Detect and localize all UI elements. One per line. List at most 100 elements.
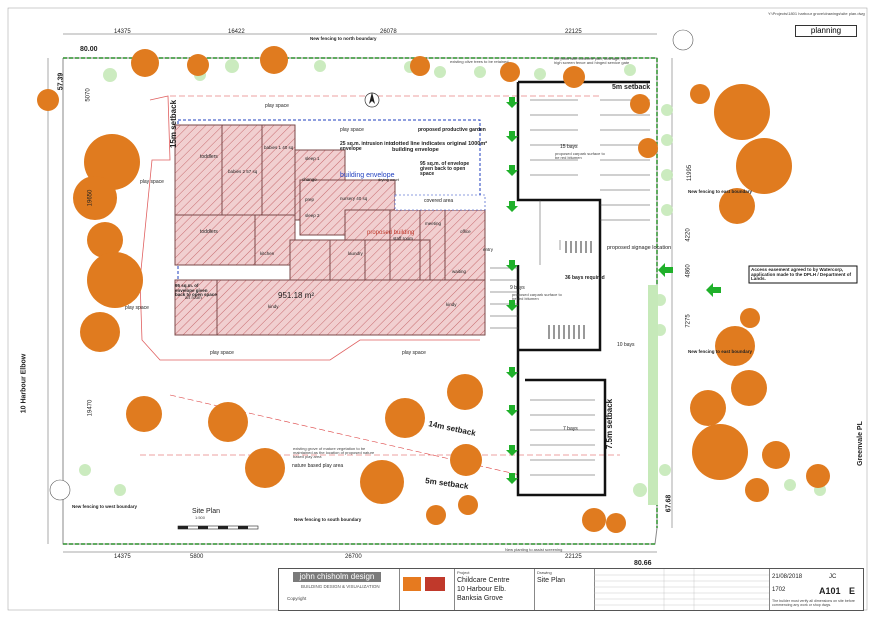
productive-garden: proposed productive garden — [418, 127, 486, 133]
room-staff: staff room — [393, 236, 413, 241]
scale-bar — [177, 525, 259, 530]
tree-canopy — [131, 49, 159, 77]
room-prep: prep — [305, 197, 315, 202]
note-east-fence: New fencing to east boundary — [688, 189, 753, 194]
note-entry-planting: New planting to assist screening — [505, 547, 563, 552]
signage-location: proposed signage location — [607, 245, 672, 251]
tree-canopy — [245, 448, 285, 488]
building-area: 951.18 m² — [278, 291, 315, 300]
note-north-fence: New fencing to north boundary — [310, 36, 377, 41]
green-arrow-icon — [506, 165, 518, 176]
tree-canopy — [87, 222, 123, 258]
covered-area — [394, 194, 486, 211]
tree-canopy — [715, 326, 755, 366]
boundary-top-length: 80.00 — [80, 46, 98, 53]
room-sleep-2: sleep 2 — [305, 213, 320, 218]
play-space-4: play space — [125, 305, 149, 311]
file-path-note: Y:\Projects\1801 harbour grove\drawings\… — [768, 11, 865, 16]
room-laundry: laundry — [348, 251, 363, 256]
traffic-arrows — [506, 97, 721, 484]
room-kitchen: kitchen — [260, 251, 275, 256]
revision: E — [849, 586, 856, 596]
tree-canopy — [500, 62, 520, 82]
dim-left-4: 19470 — [87, 399, 94, 417]
room-meeting: meeting — [425, 221, 442, 226]
drawn-by: JC — [829, 574, 837, 580]
note-west-fence: New fencing to west boundary — [72, 504, 138, 509]
tree-canopy — [731, 370, 767, 406]
dim-left-2: 5070 — [85, 88, 92, 102]
play-space-6: play space — [402, 350, 426, 356]
building-envelope-label: building envelope — [340, 172, 395, 179]
room-babies-2: babies 2 57 sq — [228, 169, 258, 174]
green-arrow-icon — [506, 260, 518, 271]
setback-southeast: 7.5m setback — [605, 398, 615, 450]
play-space-1: play space — [265, 103, 289, 109]
tree-canopy — [208, 402, 248, 442]
sheet-number: A101 — [819, 586, 841, 596]
north-arrow — [364, 92, 380, 108]
room-sleep-1: sleep 1 — [305, 156, 320, 161]
dim-right-3: 4860 — [685, 264, 692, 278]
company-logo: john chisholm design — [293, 572, 381, 582]
note-access: Access easement agreed to by Watercorp, … — [751, 267, 852, 282]
boundary-right-length: 67.68 — [665, 494, 673, 513]
tree-canopy — [73, 176, 117, 220]
compass-badge-ne — [672, 29, 694, 51]
proposed-building-label: proposed building — [367, 230, 415, 236]
project-line-3: Banksia Grove — [457, 595, 503, 602]
intrusion-note: 25 sq.m. intrusion into envelope — [340, 141, 394, 152]
room-change: change — [302, 177, 317, 182]
street-left: 10 Harbour Elbow — [20, 353, 28, 414]
play-space-5: play space — [210, 350, 234, 356]
mature-trees — [37, 46, 830, 533]
note-bin-point: bin point with concrete pad, drainage, 1… — [554, 56, 631, 65]
status-label: planning — [795, 25, 857, 37]
dim-top-4: 22125 — [565, 29, 582, 35]
company-subtitle: BUILDING DESIGN & VISUALIZATION — [301, 584, 380, 589]
dim-bottom-4: 22125 — [565, 554, 582, 560]
note-olive: existing olive trees to be retained — [450, 59, 509, 64]
tree-canopy — [37, 89, 59, 111]
project-cell: Project Childcare Centre 10 Harbour Elb.… — [454, 569, 535, 610]
bays-right: 10 bays — [617, 342, 635, 348]
tree-canopy — [87, 252, 143, 308]
tree-canopy — [690, 390, 726, 426]
tree-canopy — [260, 46, 288, 74]
tree-canopy — [426, 505, 446, 525]
open-space-note: 95 sq.m. of envelope given back to open … — [175, 283, 217, 297]
green-arrow-icon — [506, 445, 518, 456]
dim-bottom-2: 5800 — [190, 554, 204, 560]
tree-canopy — [806, 464, 830, 488]
tree-canopy — [84, 134, 140, 190]
hedge-east — [648, 285, 658, 505]
dim-top-2: 16422 — [228, 29, 245, 35]
room-entry: entry — [483, 247, 494, 252]
building — [174, 124, 486, 336]
nature-play: nature based play area — [292, 463, 344, 469]
room-babies-1: babies 1 40 sq — [264, 145, 294, 150]
sheet-info: 21/08/2018 JC 1702 A101 E The builder mu… — [769, 569, 863, 610]
envelope-note: dotted line indicates original 1000m² bu… — [392, 141, 488, 153]
green-arrow-icon — [506, 201, 518, 212]
street-right: Greenvale PL — [856, 421, 864, 466]
tree-canopy — [606, 513, 626, 533]
room-art: art room — [185, 295, 202, 300]
gain-note: 95 sq.m. of envelope given back to open … — [420, 161, 470, 177]
tree-canopy — [450, 444, 482, 476]
boundary-bottom-right-length: 80.66 — [634, 560, 652, 567]
tree-canopy — [410, 56, 430, 76]
dimension-lines — [47, 33, 673, 553]
tree-canopy — [690, 84, 710, 104]
green-arrow-icon — [706, 283, 721, 297]
building-designers-logo — [425, 577, 445, 591]
tree-canopy — [360, 460, 404, 504]
tree-canopy — [762, 441, 790, 469]
room-kindy-2: kindy — [446, 302, 457, 307]
room-waiting: waiting — [452, 269, 467, 274]
green-arrow-icon — [658, 263, 673, 277]
setback-north: 15m setback — [169, 99, 179, 149]
tree-canopy — [458, 495, 478, 515]
tree-canopy — [187, 54, 209, 76]
